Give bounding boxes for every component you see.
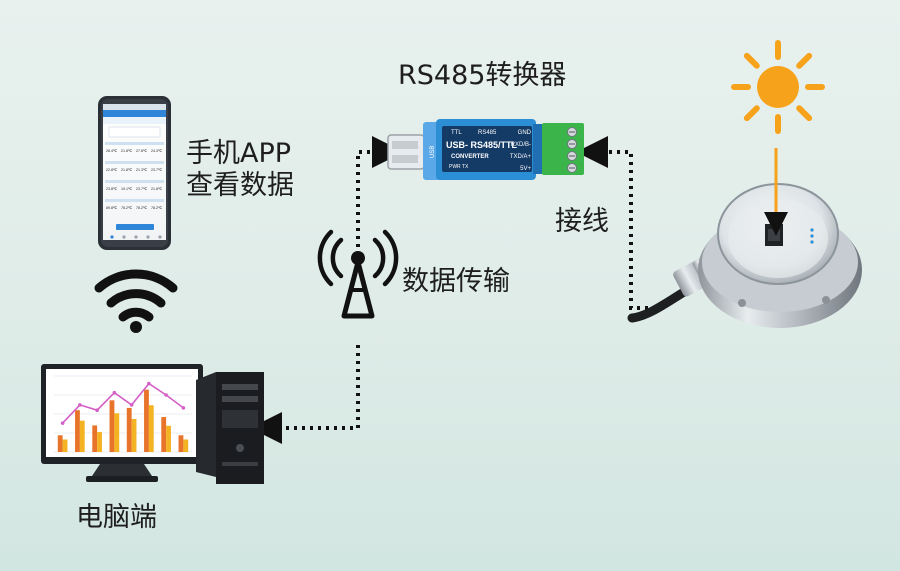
- phone-cell: 89.8℃: [106, 206, 118, 210]
- chart-bar: [178, 435, 184, 452]
- phone-cell: 78.2℃: [121, 206, 133, 210]
- sun-ray: [743, 52, 760, 69]
- chart-point: [129, 403, 134, 407]
- usb-plug: [387, 134, 425, 170]
- converter-pin-label: GND: [518, 130, 532, 136]
- chart-bar-secondary: [114, 413, 120, 452]
- converter-rs485-label: RS485: [478, 130, 497, 136]
- chart-bar-secondary: [131, 418, 137, 452]
- sun-ray: [796, 105, 813, 122]
- connection-arrows: [250, 136, 664, 444]
- phone-cell: 21.3℃: [136, 168, 148, 172]
- terminal-screws: [567, 127, 577, 173]
- converter-main-text: USB- RS485/TTL: [446, 140, 518, 150]
- chart-bar-secondary: [183, 439, 189, 452]
- phone-caption-line1: 手机APP: [186, 138, 292, 169]
- sun-ray: [743, 105, 760, 122]
- monitor-screen: [46, 369, 198, 457]
- phone-cell: 23.7℃: [151, 168, 163, 172]
- converter-led-pwr: PWR: [449, 164, 461, 170]
- arrow-to-usb: [356, 136, 404, 255]
- phone-cell: 22.8℃: [106, 168, 118, 172]
- chart-bar: [57, 435, 63, 452]
- chart-bar: [144, 389, 149, 452]
- converter-pin-label: TXD/A+: [510, 154, 532, 160]
- computer: [41, 364, 264, 484]
- phone-app-caption: 手机APP 查看数据: [186, 138, 294, 202]
- chart-point: [147, 381, 151, 386]
- converter-sub-text: CONVERTER: [451, 154, 489, 160]
- chart-point: [95, 408, 99, 413]
- chart-bar: [126, 407, 132, 452]
- sun-icon: [731, 40, 825, 134]
- phone-cell: 24.3℃: [151, 149, 163, 153]
- phone-screen: [103, 104, 166, 240]
- antenna-tower-icon: [317, 229, 399, 319]
- converter-ttl-label: TTL: [451, 130, 462, 136]
- chart-bar: [161, 417, 167, 452]
- phone-cell: 21.8℃: [121, 168, 133, 172]
- rs485-converter: TTL RS485 USB USB- RS485/TTL CONVERTER P…: [387, 119, 584, 180]
- chart-bar-secondary: [148, 405, 154, 452]
- converter-title: RS485转换器: [398, 60, 567, 91]
- phone-row-header: [105, 161, 164, 164]
- chart-line: [62, 382, 184, 424]
- phone-cell: 19.1℃: [121, 187, 133, 191]
- phone-cell: 78.2℃: [151, 206, 163, 210]
- chart-bar-secondary: [166, 425, 171, 452]
- phone-row-header: [105, 142, 164, 145]
- phone-cell: 78.2℃: [136, 206, 148, 210]
- chart-point: [60, 421, 65, 425]
- converter-pin-label: 5V+: [520, 166, 531, 172]
- pc-tower: [196, 372, 264, 484]
- arrow-to-terminal: [576, 136, 664, 310]
- chart-bar: [109, 400, 115, 452]
- wifi-icon: [94, 269, 178, 333]
- chart-point: [164, 393, 168, 397]
- converter-pin-labels: GND RXD/B- TXD/A+ 5V+: [510, 130, 532, 172]
- converter-led-tx: TX: [462, 164, 469, 170]
- phone-cell: 27.8℃: [136, 149, 148, 153]
- light-sensor: [627, 148, 862, 328]
- chart-bar: [75, 410, 80, 452]
- phone-cell: 23.7℃: [136, 187, 148, 191]
- phone-cell: 21.8℃: [121, 149, 133, 153]
- wiring-label: 接线: [555, 206, 609, 237]
- phone-cell: 21.8℃: [151, 187, 163, 191]
- arrow-to-computer: [250, 345, 360, 444]
- chart-bar-secondary: [97, 432, 102, 452]
- chart-bar-secondary: [62, 439, 68, 452]
- phone-row-header: [105, 180, 164, 183]
- chart-point: [112, 390, 117, 395]
- chart-point: [181, 406, 186, 410]
- terminal-block: [542, 123, 584, 175]
- monitor-chart: [54, 375, 192, 453]
- converter-pin-label: RXD/B-: [511, 142, 531, 148]
- chart-bar-secondary: [79, 420, 85, 452]
- phone-caption-line2: 查看数据: [186, 169, 294, 201]
- chart-bar: [92, 425, 98, 452]
- phone-row-header: [105, 199, 164, 202]
- data-transfer-label: 数据传输: [402, 266, 510, 297]
- converter-usb-label: USB: [430, 146, 436, 158]
- sun-ray: [796, 52, 813, 69]
- chart-point: [78, 403, 82, 407]
- computer-label: 电脑端: [76, 502, 157, 533]
- phone-cell: 28.4℃: [106, 149, 118, 153]
- phone-cell: 23.8℃: [106, 187, 118, 191]
